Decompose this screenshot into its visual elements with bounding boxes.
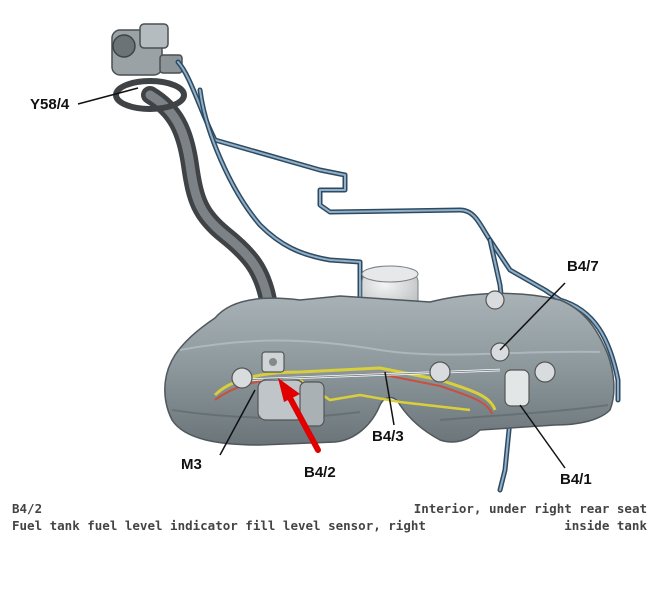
caption-left: B4/2 Fuel tank fuel level indicator fill… [12, 500, 426, 534]
label-b4-2: B4/2 [304, 464, 336, 481]
fuel-lines [175, 59, 621, 493]
caption-description: Fuel tank fuel level indicator fill leve… [12, 518, 426, 533]
caption-right: Interior, under right rear seat inside t… [414, 500, 647, 534]
caption-location-line2: inside tank [564, 518, 647, 533]
label-b4-7: B4/7 [567, 258, 599, 275]
sensor-b4-7 [485, 290, 510, 362]
fuel-pump-m3 [231, 367, 325, 427]
sensor-b4-3 [429, 361, 451, 383]
label-b4-1: B4/1 [560, 471, 592, 488]
filler-neck-hose [141, 86, 277, 309]
label-y58-4: Y58/4 [30, 96, 70, 113]
label-m3: M3 [181, 456, 202, 473]
caption-code: B4/2 [12, 501, 43, 516]
sensor-b4-1 [504, 361, 556, 407]
sensor-b4-2 [261, 351, 285, 373]
caption-location-line1: Interior, under right rear seat [413, 501, 647, 516]
valve-y58-4 [111, 23, 187, 112]
label-b4-3: B4/3 [372, 428, 404, 445]
red-arrow [278, 378, 321, 453]
leader-lines [77, 87, 566, 469]
